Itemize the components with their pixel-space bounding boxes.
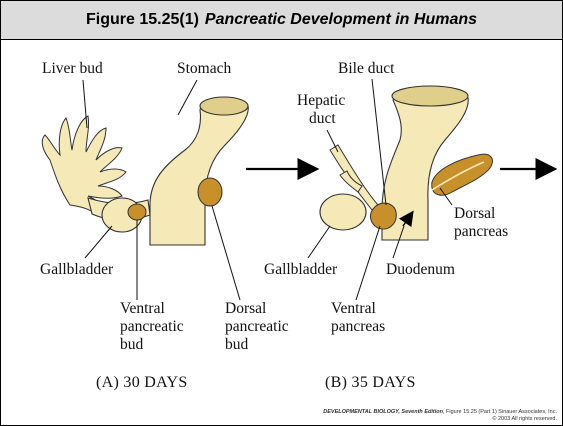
label-line: Ventral bbox=[120, 300, 184, 318]
credit-copyright: © 2003 All rights reserved. bbox=[323, 416, 557, 423]
label-line: pancreas bbox=[331, 318, 385, 336]
label-gallbladder-a: Gallbladder bbox=[40, 261, 113, 279]
label-line: Hepatic bbox=[297, 92, 345, 110]
label-duodenum: Duodenum bbox=[386, 261, 455, 279]
ventral-bud-drawing bbox=[128, 204, 146, 220]
label-bile-duct: Bile duct bbox=[338, 60, 394, 78]
credit-source: DEVELOPMENTAL BIOLOGY, Seventh Edition bbox=[323, 409, 443, 415]
label-stomach: Stomach bbox=[177, 60, 231, 78]
label-gallbladder-b: Gallbladder bbox=[264, 261, 337, 279]
caption-panel-a: (A) 30 DAYS bbox=[96, 374, 188, 392]
caption-panel-b: (B) 35 DAYS bbox=[325, 374, 416, 392]
dorsal-bud-drawing bbox=[198, 178, 222, 206]
label-dorsal-pancreatic-bud: Dorsal pancreatic bud bbox=[225, 300, 289, 354]
label-line: pancreas bbox=[454, 223, 508, 241]
label-ventral-pancreas: Ventral pancreas bbox=[331, 300, 385, 336]
credit-line: DEVELOPMENTAL BIOLOGY, Seventh Edition, … bbox=[323, 409, 557, 423]
label-liver-bud: Liver bud bbox=[42, 60, 103, 78]
label-line: duct bbox=[297, 110, 345, 128]
label-line: bud bbox=[225, 336, 289, 354]
credit-line-1: DEVELOPMENTAL BIOLOGY, Seventh Edition, … bbox=[323, 409, 557, 416]
label-line: pancreatic bbox=[225, 318, 289, 336]
ventral-pancreas-drawing bbox=[371, 203, 397, 229]
gallbladder-b-drawing bbox=[320, 194, 366, 230]
label-dorsal-pancreas: Dorsal pancreas bbox=[454, 205, 508, 241]
label-hepatic-duct: Hepatic duct bbox=[297, 92, 345, 128]
credit-rest: , Figure 15.25 (Part 1) Sinauer Associat… bbox=[443, 409, 557, 415]
label-line: Ventral bbox=[331, 300, 385, 318]
label-line: pancreatic bbox=[120, 318, 184, 336]
label-line: Dorsal bbox=[454, 205, 508, 223]
label-ventral-pancreatic-bud: Ventral pancreatic bud bbox=[120, 300, 184, 354]
label-line: bud bbox=[120, 336, 184, 354]
label-line: Dorsal bbox=[225, 300, 289, 318]
